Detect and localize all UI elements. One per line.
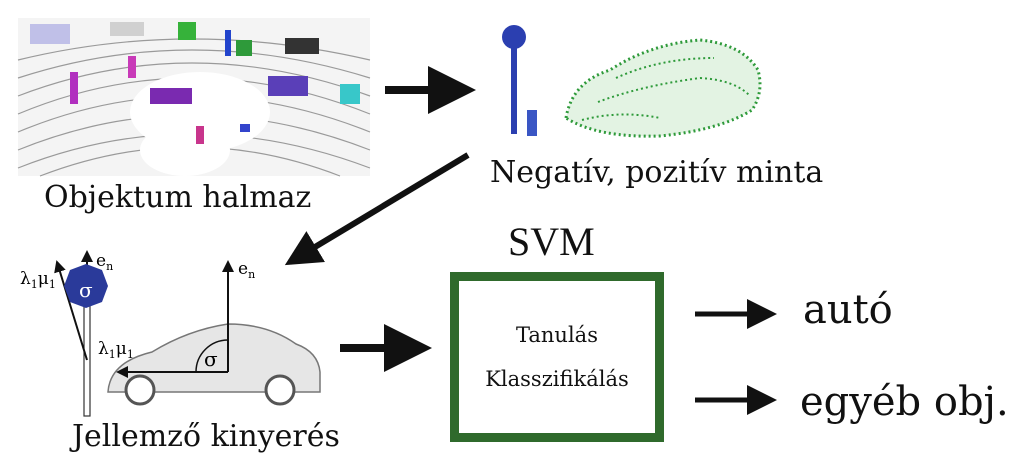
svm-box: Tanulás Klasszifikálás (450, 272, 664, 442)
features-caption: Jellemző kinyerés (72, 419, 340, 454)
positive-sample-car-image (564, 38, 762, 138)
lambda-mu-label-car: λ1μ1 (98, 339, 134, 361)
svm-classification-label: Klasszifikálás (485, 367, 629, 391)
sigma-label-sign: σ (79, 278, 93, 302)
arrow-samples-to-features (284, 152, 470, 266)
en-label-pole: en (96, 251, 113, 273)
sigma-label-car: σ (204, 347, 218, 371)
output-car-label: autó (803, 287, 893, 333)
negative-sample-pole-image (502, 25, 537, 136)
feature-extraction-figure (54, 250, 321, 417)
en-label-car: en (238, 259, 255, 281)
output-other-label: egyéb obj. (800, 379, 1009, 425)
samples-caption: Negatív, pozitív minta (490, 155, 824, 190)
svm-title: SVM (508, 219, 595, 264)
sign-octagon-icon (64, 264, 108, 308)
objects-caption: Objektum halmaz (44, 180, 312, 215)
svm-training-label: Tanulás (516, 323, 598, 347)
lambda-mu-label-pole: λ1μ1 (20, 269, 56, 291)
point-cloud-scene-image (17, 18, 371, 177)
